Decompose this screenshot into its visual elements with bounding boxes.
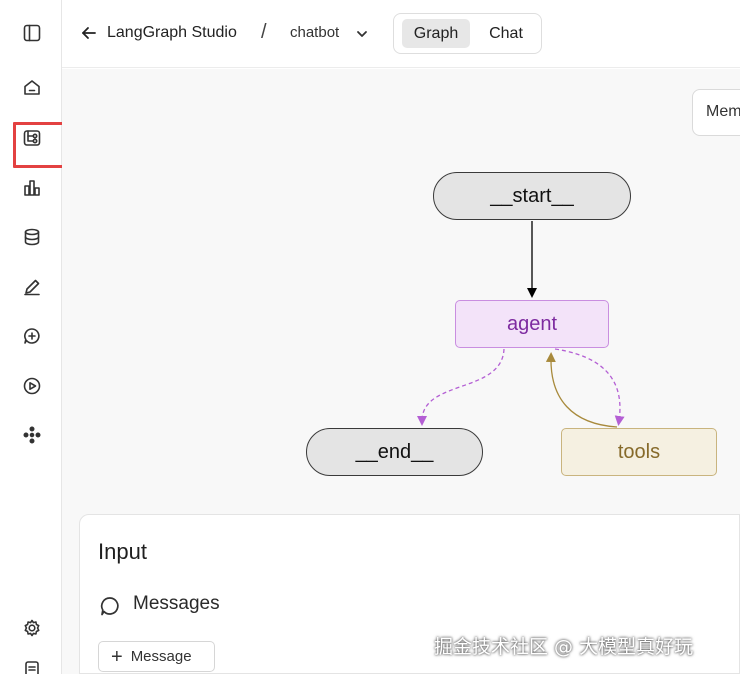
tab-graph[interactable]: Graph	[402, 19, 470, 48]
input-title: Input	[98, 539, 147, 564]
app-title[interactable]: LangGraph Studio	[107, 24, 237, 41]
node-tools[interactable]: tools	[561, 428, 717, 476]
play-icon[interactable]	[19, 373, 45, 399]
edge-agent-end	[417, 348, 505, 426]
panel-toggle-icon[interactable]	[19, 20, 45, 46]
node-agent[interactable]: agent	[455, 300, 609, 348]
add-message-button[interactable]: + Message	[98, 641, 215, 672]
top-header: LangGraph Studio / chatbot Graph Chat	[62, 0, 740, 68]
message-bubble-icon	[99, 595, 121, 617]
pen-icon[interactable]	[19, 274, 45, 300]
view-toggle: Graph Chat	[393, 13, 542, 54]
node-start[interactable]: __start__	[433, 172, 631, 220]
home-icon[interactable]	[19, 75, 45, 101]
messages-label: Messages	[133, 593, 220, 614]
graph-edges	[417, 221, 625, 428]
breadcrumb-separator: /	[261, 21, 267, 43]
chat-plus-icon[interactable]	[19, 323, 45, 349]
document-icon[interactable]	[19, 656, 45, 674]
input-panel: Input Messages + Message	[79, 514, 740, 674]
chevron-down-icon[interactable]	[355, 27, 369, 41]
project-selector[interactable]: chatbot	[290, 24, 340, 41]
back-arrow-icon[interactable]	[80, 24, 98, 42]
database-icon[interactable]	[19, 224, 45, 250]
edge-tools-agent	[545, 352, 618, 428]
add-message-label: Message	[130, 648, 192, 665]
watermark: 掘金技术社区 @ 大模型真好玩	[434, 636, 694, 658]
left-sidebar	[0, 0, 67, 674]
memory-button[interactable]: Mem	[692, 89, 740, 136]
node-end[interactable]: __end__	[306, 428, 483, 476]
graph-icon[interactable]	[19, 125, 45, 151]
tab-chat[interactable]: Chat	[489, 24, 523, 42]
plus-icon: +	[111, 645, 123, 668]
network-icon[interactable]	[19, 422, 45, 448]
edge-agent-tools	[554, 348, 625, 426]
settings-icon[interactable]	[19, 615, 45, 641]
highlight-box	[13, 122, 67, 168]
bar-chart-icon[interactable]	[19, 175, 45, 201]
